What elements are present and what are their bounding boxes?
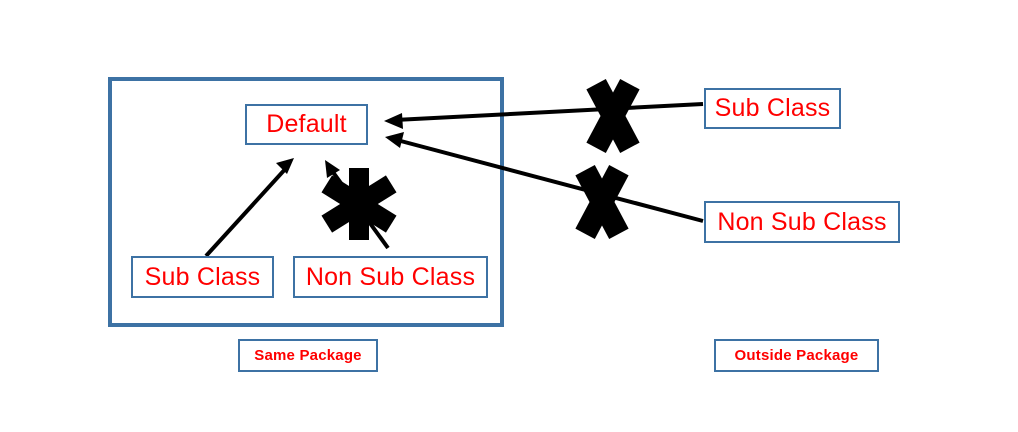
node-default[interactable]: Default <box>245 104 368 145</box>
caption-outside-package[interactable]: Outside Package <box>714 339 879 372</box>
node-inside-non-sub-class[interactable]: Non Sub Class <box>293 256 488 298</box>
node-outside-non-sub-class[interactable]: Non Sub Class <box>704 201 900 243</box>
outside-sub-class-block-x-icon <box>586 79 640 153</box>
caption-same-package[interactable]: Same Package <box>238 339 378 372</box>
node-outside-sub-class[interactable]: Sub Class <box>704 88 841 129</box>
node-inside-sub-class[interactable]: Sub Class <box>131 256 274 298</box>
outside-non-sub-class-block-x-icon <box>575 165 629 239</box>
